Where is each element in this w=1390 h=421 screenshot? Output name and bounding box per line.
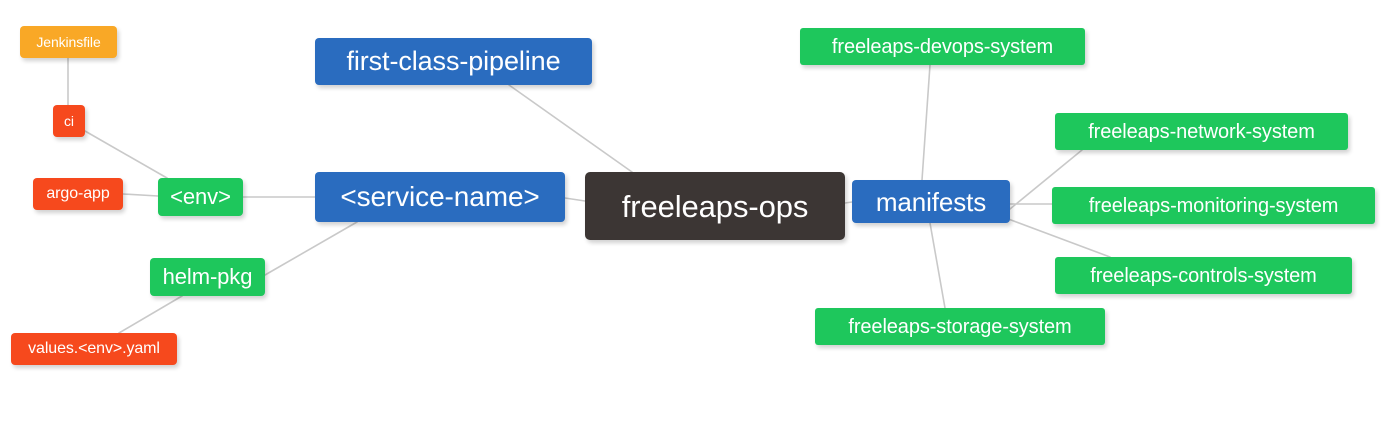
node-label-first-class-pipeline: first-class-pipeline <box>346 46 561 76</box>
node-label-values-env-yaml: values.<env>.yaml <box>28 340 160 357</box>
node-label-freeleaps-network-system: freeleaps-network-system <box>1088 120 1315 143</box>
edge-service-name-to-helm-pkg <box>264 221 358 276</box>
node-label-argo-app: argo-app <box>46 185 110 202</box>
node-label-freeleaps-storage-system: freeleaps-storage-system <box>848 315 1072 338</box>
node-freeleaps-monitoring-system[interactable]: freeleaps-monitoring-system <box>1052 187 1375 224</box>
node-label-manifests: manifests <box>875 186 987 217</box>
node-label-ci: ci <box>64 113 74 129</box>
node-freeleaps-controls-system[interactable]: freeleaps-controls-system <box>1055 257 1352 294</box>
edge-env-to-argo-app <box>122 193 159 197</box>
node-first-class-pipeline[interactable]: first-class-pipeline <box>315 38 592 85</box>
node-label-freeleaps-monitoring-system: freeleaps-monitoring-system <box>1088 194 1339 217</box>
node-label-jenkinsfile: Jenkinsfile <box>36 34 101 50</box>
edge-env-to-ci <box>84 130 168 179</box>
node-manifests[interactable]: manifests <box>852 180 1010 223</box>
node-root[interactable]: freeleaps-ops <box>585 172 845 240</box>
edge-manifests-to-freeleaps-storage-system <box>929 222 946 309</box>
edge-root-to-manifests <box>844 201 853 204</box>
node-label-service-name: <service-name> <box>340 181 540 212</box>
edge-root-to-first-class-pipeline <box>508 84 633 173</box>
node-label-freeleaps-controls-system: freeleaps-controls-system <box>1090 264 1317 287</box>
node-service-name[interactable]: <service-name> <box>315 172 565 222</box>
node-freeleaps-devops-system[interactable]: freeleaps-devops-system <box>800 28 1085 65</box>
node-values-env-yaml[interactable]: values.<env>.yaml <box>11 333 177 365</box>
node-freeleaps-storage-system[interactable]: freeleaps-storage-system <box>815 308 1105 345</box>
node-freeleaps-network-system[interactable]: freeleaps-network-system <box>1055 113 1348 150</box>
node-jenkinsfile[interactable]: Jenkinsfile <box>20 26 117 58</box>
edge-helm-pkg-to-values-env-yaml <box>118 295 183 334</box>
node-helm-pkg[interactable]: helm-pkg <box>150 258 265 296</box>
node-argo-app[interactable]: argo-app <box>33 178 123 210</box>
node-label-freeleaps-devops-system: freeleaps-devops-system <box>831 35 1054 58</box>
node-label-helm-pkg: helm-pkg <box>162 264 253 289</box>
node-label-root: freeleaps-ops <box>621 188 809 224</box>
edge-root-to-service-name <box>564 197 586 202</box>
node-env[interactable]: <env> <box>158 178 243 216</box>
node-ci[interactable]: ci <box>53 105 85 137</box>
edge-manifests-to-freeleaps-devops-system <box>921 64 931 181</box>
node-label-env: <env> <box>170 184 231 209</box>
